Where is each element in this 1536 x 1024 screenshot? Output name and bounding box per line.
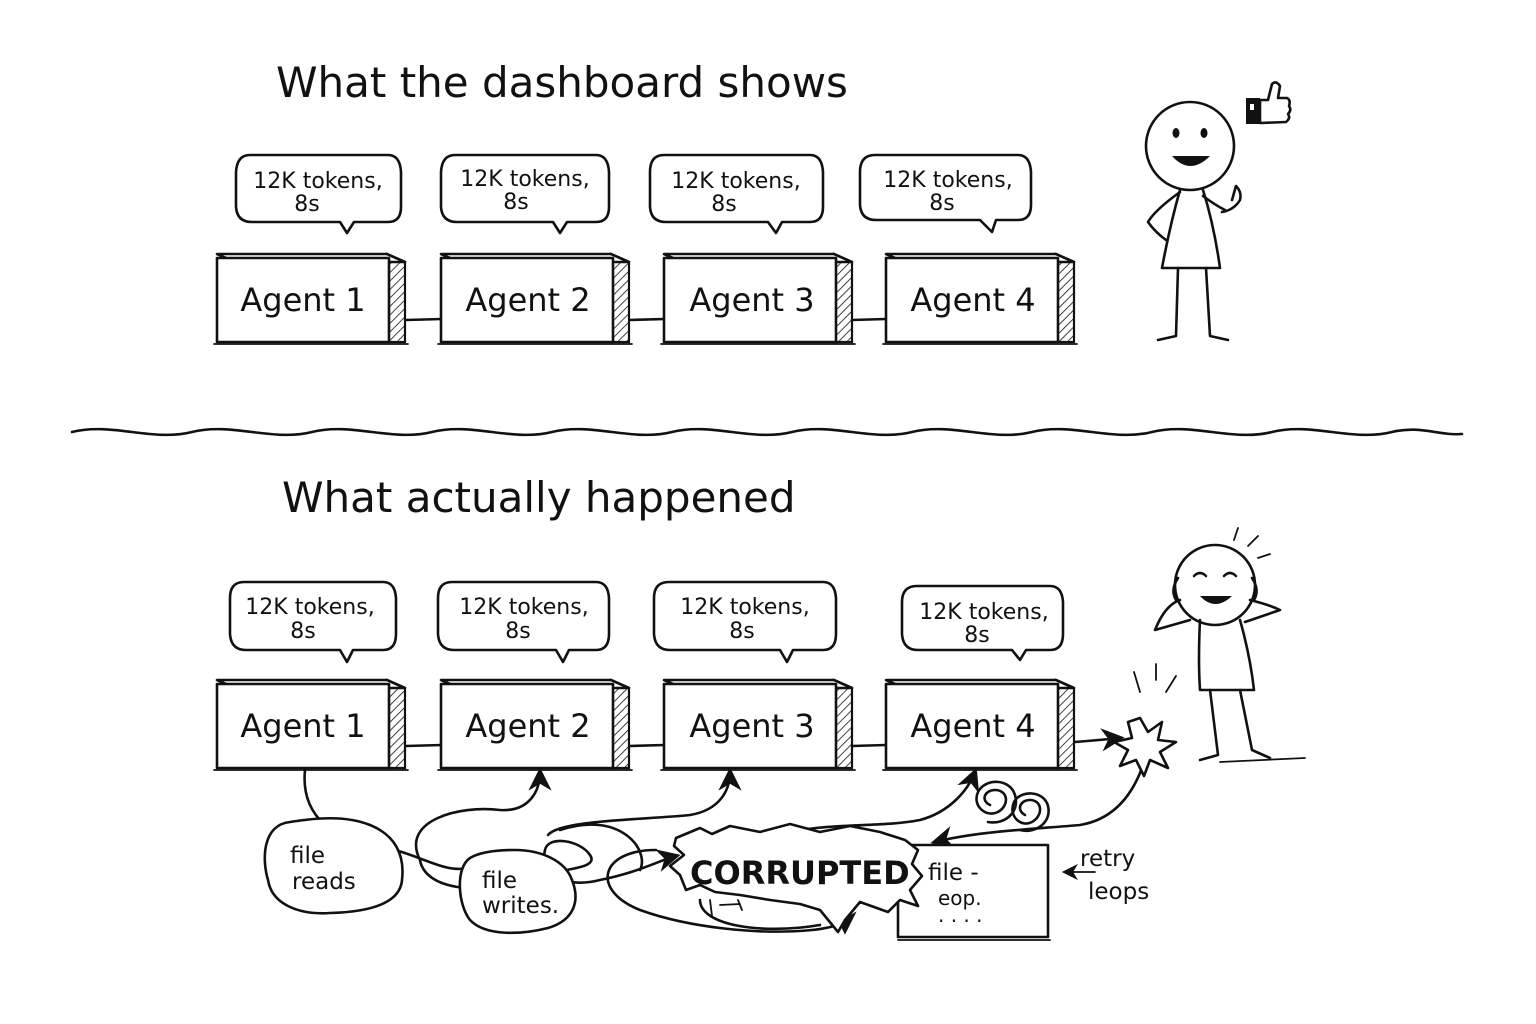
speech-bubble: 12K tokens, 8s [228,580,398,664]
agent-label: Agent 2 [465,707,590,745]
agent-label: Agent 1 [240,707,365,745]
bubble-stat-line1: 12K tokens, [460,167,589,192]
bubble-stat-line2: 8s [729,619,754,644]
bubble-stat-line1: 12K tokens, [671,169,800,194]
file-reads-line2: reads [292,869,356,895]
bubble-stat-line2: 8s [503,190,528,215]
agent-connector [628,317,667,322]
bubble-stat-line2: 8s [711,192,736,217]
agent-label: Agent 1 [240,281,365,319]
happy-stick-figure [1144,100,1242,342]
file-reads-line1: file [290,843,325,869]
agent-label: Agent 4 [910,281,1035,319]
agent-box: Agent 3 [660,252,856,345]
bubble-stat-line2: 8s [964,623,989,648]
failure-arrow [1073,728,1125,752]
file-writes-callout: file writes. [458,848,577,935]
bottom-title: What actually happened [282,473,796,522]
thumbs-up-icon [1246,81,1292,125]
speech-bubble: 12K tokens, 8s [900,584,1065,662]
bubble-stat-line2: 8s [290,619,315,644]
file-box-line1: file - [928,860,979,886]
bubble-stat-line1: 12K tokens, [883,168,1012,193]
speech-bubble: 12K tokens, 8s [652,580,838,664]
agent-connector [850,317,888,322]
speech-bubble: 12K tokens, 8s [858,153,1033,234]
spiral-icon [975,780,1050,833]
agent-box: Agent 1 [213,678,409,771]
speech-bubble: 12K tokens, 8s [234,153,403,235]
agent-connector [850,743,888,748]
agent-box: Agent 2 [437,252,633,345]
bubble-stat-line2: 8s [929,191,954,216]
agent-box: Agent 1 [213,252,409,345]
speech-bubble: 12K tokens, 8s [436,580,611,664]
retry-label-line1: retry [1080,846,1135,872]
file-reads-callout: file reads [263,816,404,915]
speech-bubble: 12K tokens, 8s [648,153,825,235]
agent-connector [404,743,444,748]
bubble-stat-line1: 12K tokens, [245,595,374,620]
bubble-stat-line2: 8s [505,619,530,644]
agent-connector [404,317,444,322]
agent-label: Agent 3 [689,707,814,745]
retry-label-line2: leops [1088,879,1149,905]
bubble-stat-line2: 8s [294,192,319,217]
bubble-stat-line1: 12K tokens, [459,595,588,620]
agent-box: Agent 4 [882,252,1078,345]
corrupted-label: CORRUPTED [668,822,924,934]
speech-bubble: 12K tokens, 8s [439,153,611,235]
file-box-line2: eop. [938,886,982,910]
bubble-stat-line1: 12K tokens, [253,169,382,194]
bottom-panel: What actually happened 12K tokens, 8s 12… [213,473,1306,941]
agent-label: Agent 4 [910,707,1035,745]
corrupted-file-box: file - eop. . . . . [896,843,1051,941]
file-writes-line2: writes. [482,893,559,919]
file-box-line3: . . . . [938,903,983,927]
agent-connector [628,743,667,748]
corrupted-text: CORRUPTED [690,854,910,892]
agent-label: Agent 3 [689,281,814,319]
agent-box: Agent 4 [882,678,1078,771]
explosion-icon [1112,663,1178,778]
agent-label: Agent 2 [465,281,590,319]
agent-box: Agent 2 [437,678,633,771]
top-title: What the dashboard shows [276,58,848,107]
agent-box: Agent 3 [660,678,856,771]
panicked-stick-figure [1153,527,1306,763]
file-writes-line1: file [482,868,517,894]
section-divider [70,427,1464,437]
bubble-stat-line1: 12K tokens, [919,600,1048,625]
bubble-stat-line1: 12K tokens, [680,595,809,620]
top-panel: What the dashboard shows 12K tokens, 8s … [213,58,1292,345]
